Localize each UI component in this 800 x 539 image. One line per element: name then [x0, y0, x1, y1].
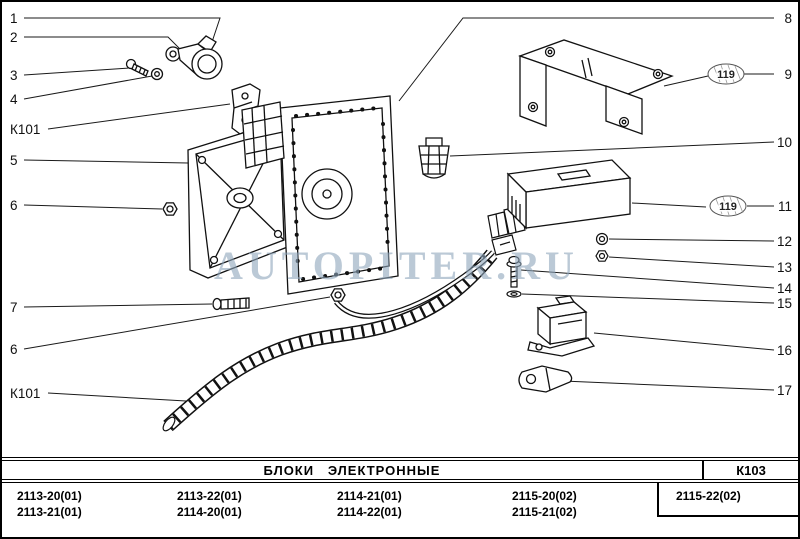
- callout-9: 9: [784, 67, 792, 82]
- leader-line-2: [24, 36, 184, 53]
- callout-8: 8: [784, 11, 792, 26]
- variants-col-3: 2114-21(01) 2114-22(01): [322, 483, 497, 537]
- leader-line-12: [608, 238, 775, 242]
- leader-line-4: [23, 75, 153, 100]
- variants-col-1: 2113-20(01) 2113-21(01): [2, 483, 162, 537]
- part-number: 2113-21(01): [17, 505, 82, 519]
- nut-drawing-a: [162, 202, 178, 216]
- callout-1: 1: [10, 11, 18, 26]
- parts-table: БЛОКИ ЭЛЕКТРОННЫЕ К103 2113-20(01) 2113-…: [2, 457, 798, 537]
- variants-col-2: 2113-22(01) 2114-20(01): [162, 483, 322, 537]
- callout-15: 15: [777, 296, 792, 311]
- variants-col-4: 2115-20(02) 2115-21(02): [497, 483, 657, 537]
- leader-line-13: [608, 256, 775, 268]
- variants-row: 2113-20(01) 2113-21(01) 2113-22(01) 2114…: [2, 483, 798, 537]
- leader-line-8: [398, 17, 774, 102]
- callout-11: 11: [778, 199, 792, 214]
- washer-drawing-12: [595, 232, 609, 246]
- part-number: 2113-22(01): [177, 489, 242, 503]
- leader-line-11b: [631, 202, 707, 208]
- part-number: 2115-22(02): [676, 489, 741, 503]
- sensor-drawing: [125, 35, 223, 81]
- callout-17: 17: [777, 383, 792, 398]
- leader-line-15: [521, 293, 775, 304]
- leader-line-14: [520, 269, 775, 289]
- variants-col-5: 2115-22(02): [657, 483, 798, 517]
- leader-line-10: [449, 141, 775, 157]
- note-oval-bottom: 119: [709, 195, 747, 217]
- ecu-drawing: [241, 95, 399, 295]
- lever-bracket-drawing: [518, 365, 573, 393]
- leader-line-6a: [23, 204, 163, 210]
- leader-line-6b: [23, 296, 331, 350]
- part-number: 2115-21(02): [512, 505, 577, 519]
- leader-line-k101a: [47, 103, 231, 130]
- callout-5: 5: [10, 153, 18, 168]
- connector-plug-drawing: [418, 137, 450, 179]
- leader-lines: [23, 17, 775, 402]
- part-number: 2113-20(01): [17, 489, 82, 503]
- washer-drawing-15: [506, 290, 522, 298]
- callout-6a: 6: [10, 198, 18, 213]
- part-number: 2114-22(01): [337, 505, 402, 519]
- callout-7: 7: [10, 300, 18, 315]
- callout-13: 13: [777, 260, 792, 275]
- section-code: К103: [702, 461, 798, 479]
- leader-line-16: [593, 332, 775, 351]
- leader-line-3: [23, 67, 130, 76]
- callout-16: 16: [777, 343, 792, 358]
- nut-drawing-13: [595, 250, 609, 262]
- table-title: БЛОКИ ЭЛЕКТРОННЫЕ: [263, 462, 441, 478]
- leader-line-1: [24, 17, 221, 49]
- callout-14: 14: [777, 281, 793, 296]
- part-number: 2114-21(01): [337, 489, 402, 503]
- leader-line-5: [23, 159, 189, 164]
- callout-k101a: К101: [10, 122, 40, 137]
- relay-drawing: [527, 295, 596, 357]
- mounting-bracket-drawing: [518, 39, 674, 135]
- callout-2: 2: [10, 30, 18, 45]
- nut-drawing-b: [330, 288, 346, 302]
- callout-k101b: К101: [10, 386, 40, 401]
- oval-label-bottom: 119: [719, 201, 737, 213]
- immobilizer-drawing: [506, 159, 632, 230]
- part-number: 2115-20(02): [512, 489, 577, 503]
- note-oval-top: 119: [707, 63, 745, 85]
- callout-6b: 6: [10, 342, 18, 357]
- oval-label-top: 119: [717, 69, 735, 81]
- leader-line-7: [23, 303, 213, 308]
- bolt-drawing-14: [506, 255, 522, 288]
- parts-diagram: 119 119 1 2 3 4 К101 5 6 7 6 К101 8 9 10…: [10, 11, 792, 432]
- table-title-row: БЛОКИ ЭЛЕКТРОННЫЕ К103: [2, 457, 798, 483]
- wiring-harness-drawing: [162, 249, 498, 432]
- callout-4: 4: [10, 92, 18, 107]
- leader-line-17: [562, 380, 775, 391]
- callout-10: 10: [777, 135, 792, 150]
- part-number: 2114-20(01): [177, 505, 242, 519]
- callout-12: 12: [777, 234, 792, 249]
- callout-labels: 1 2 3 4 К101 5 6 7 6 К101 8 9 10 11 12 1…: [10, 11, 792, 401]
- screw-drawing: [212, 297, 250, 311]
- leader-line-9b: [663, 75, 709, 87]
- callout-3: 3: [10, 68, 18, 83]
- leader-line-k101b: [47, 392, 187, 402]
